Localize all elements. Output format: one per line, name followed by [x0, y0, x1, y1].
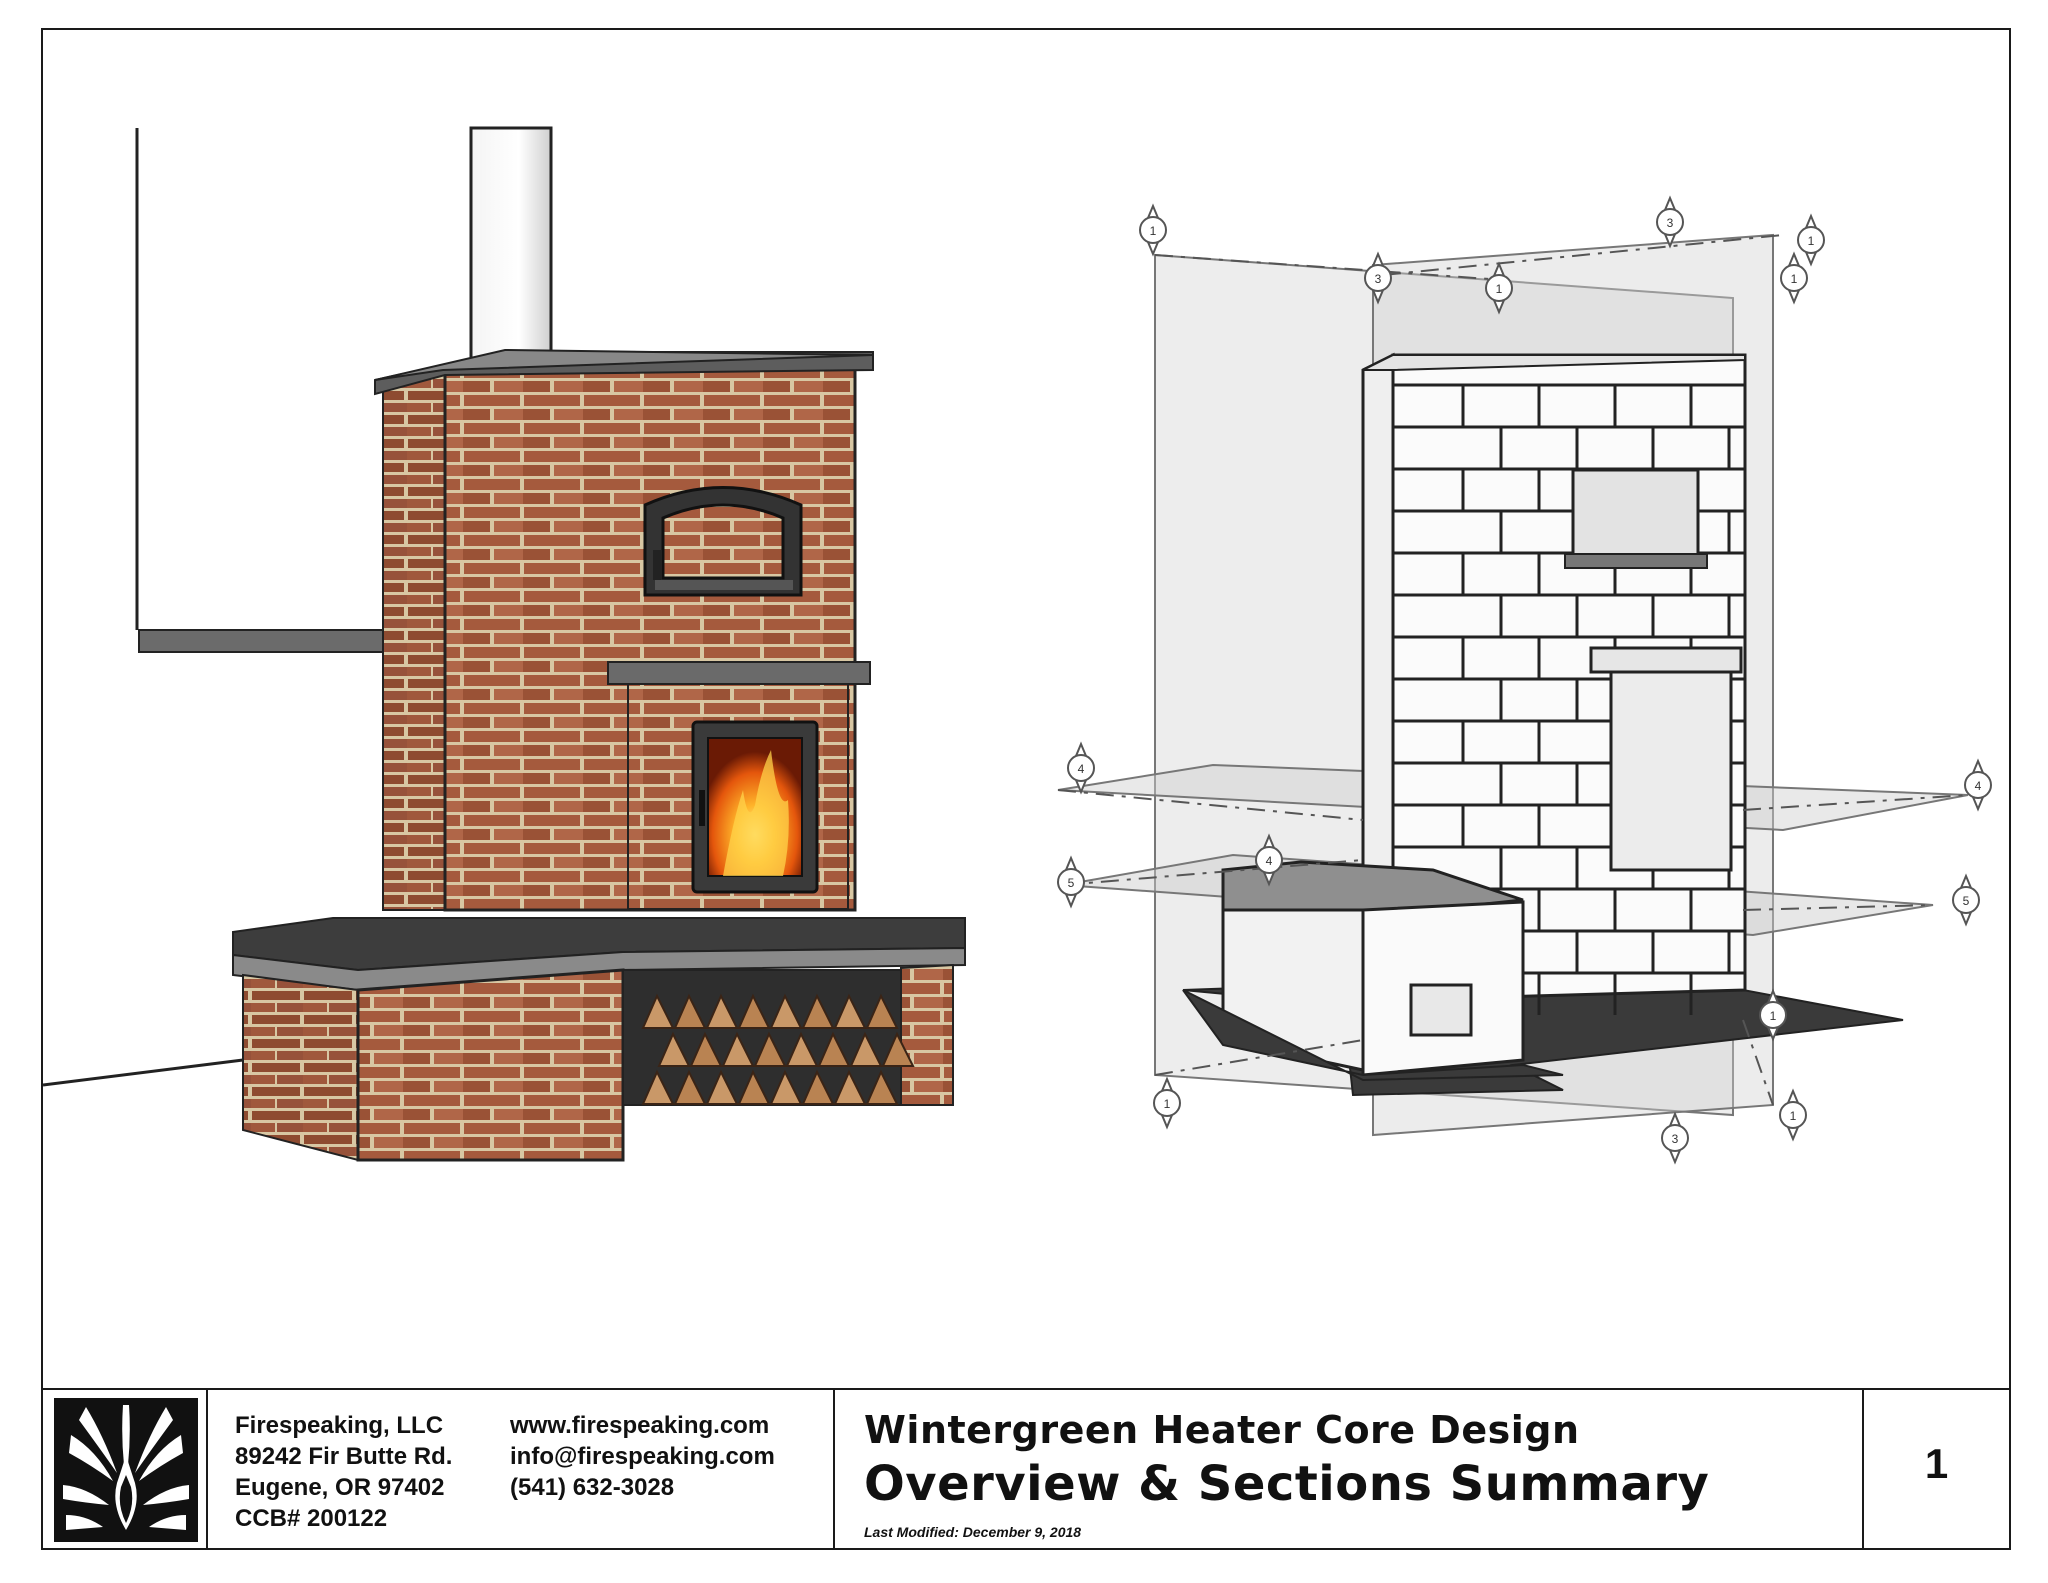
sheet-number-cell: 1	[1864, 1390, 2009, 1550]
company-phone: (541) 632-3028	[510, 1474, 675, 1501]
sheet-title: Overview & Sections Summary	[864, 1456, 1710, 1512]
section-marker-label: 5	[1963, 894, 1970, 908]
section-marker-label: 3	[1672, 1132, 1679, 1146]
section-marker-label: 1	[1164, 1097, 1171, 1111]
company-street: 89242 Fir Butte Rd.	[235, 1443, 453, 1470]
section-marker-label: 4	[1078, 762, 1085, 776]
log-end	[833, 993, 867, 1029]
floor-line	[43, 1058, 244, 1087]
hearth-base-front-face	[356, 968, 625, 1162]
log-end	[689, 1031, 723, 1067]
chimney-pipe	[469, 126, 553, 360]
section-marker-label: 1	[1791, 272, 1798, 286]
drawing-area: 1 3 3 1 1 1 4 5 4 4 5 1 3 1 1	[43, 126, 1992, 1165]
section-marker-mid-left-5: 5	[1057, 855, 1085, 909]
firebox-door	[691, 720, 819, 894]
core-wireframe: 1 3 3 1 1 1 4 5 4 4 5 1 3 1 1	[1057, 195, 1992, 1165]
section-marker-bottom-right: 1	[1779, 1088, 1807, 1142]
firespeaking-logo	[54, 1398, 198, 1542]
section-marker-top-left: 1	[1139, 203, 1167, 257]
section-marker-bottom-mid: 3	[1661, 1111, 1689, 1165]
log-end	[737, 993, 771, 1029]
wall-shelf	[138, 629, 424, 653]
hearth-base-left-face	[242, 973, 359, 1162]
log-end	[705, 1069, 739, 1105]
bench-plinth	[1182, 989, 1564, 1082]
section-marker-label: 1	[1496, 282, 1503, 296]
section-marker-mid-left-4b: 4	[1255, 833, 1283, 887]
section-marker-mid-right-5: 5	[1952, 873, 1980, 927]
core-firebox-opening	[1609, 668, 1733, 872]
core-oven-opening	[1571, 468, 1700, 562]
section-marker-label: 4	[1975, 779, 1982, 793]
log-end	[769, 993, 803, 1029]
log-end	[641, 1069, 675, 1105]
section-marker-bottom-left: 1	[1153, 1076, 1181, 1130]
company-email: info@firespeaking.com	[510, 1443, 775, 1470]
log-end	[817, 1031, 851, 1067]
section-marker-top-right-b: 1	[1780, 251, 1808, 305]
log-end	[737, 1069, 771, 1105]
log-end	[785, 1031, 819, 1067]
section-marker-top-back-b: 3	[1656, 195, 1684, 249]
section-marker-bottom-right-b: 1	[1759, 988, 1787, 1042]
section-marker-mid-right-4: 4	[1964, 758, 1992, 812]
log-end	[801, 993, 835, 1029]
log-end	[641, 993, 675, 1029]
log-end	[769, 1069, 803, 1105]
section-marker-label: 1	[1790, 1109, 1797, 1123]
firewood-storage	[622, 969, 915, 1106]
hearth-base-right-face	[900, 963, 954, 1106]
log-end	[753, 1031, 787, 1067]
log-end	[705, 993, 739, 1029]
section-marker-top-mid: 1	[1485, 261, 1513, 315]
section-marker-label: 1	[1770, 1009, 1777, 1023]
drawing-sheet: 1 3 3 1 1 1 4 5 4 4 5 1 3 1 1	[41, 28, 2011, 1550]
company-info-cell: Firespeaking, LLC 89242 Fir Butte Rd. Eu…	[208, 1390, 835, 1550]
title-cell: Wintergreen Heater Core Design Overview …	[835, 1390, 1864, 1550]
section-marker-label: 1	[1808, 234, 1815, 248]
log-end	[673, 1069, 707, 1105]
company-logo-cell	[43, 1390, 208, 1550]
section-marker-label: 3	[1375, 272, 1382, 286]
company-name: Firespeaking, LLC	[235, 1412, 444, 1439]
core-tower-top	[1362, 354, 1746, 371]
company-website: www.firespeaking.com	[510, 1412, 770, 1439]
section-marker-label: 5	[1068, 876, 1075, 890]
last-modified: Last Modified: December 9, 2018	[864, 1524, 1082, 1540]
log-end	[865, 1069, 899, 1105]
company-ccb: CCB# 200122	[235, 1505, 388, 1532]
log-end	[865, 993, 899, 1029]
section-marker-top-right: 1	[1797, 213, 1825, 267]
bake-oven-door	[643, 486, 803, 597]
heater-top-cap-top	[374, 348, 874, 381]
log-end	[657, 1031, 691, 1067]
heater-tower-left-face	[382, 366, 446, 911]
log-end	[721, 1031, 755, 1067]
section-marker-label: 4	[1266, 854, 1273, 868]
log-end	[833, 1069, 867, 1105]
log-end	[881, 1031, 915, 1067]
log-end	[801, 1069, 835, 1105]
project-title: Wintergreen Heater Core Design	[864, 1408, 1580, 1452]
log-end	[673, 993, 707, 1029]
sheet-number: 1	[1924, 1440, 1949, 1487]
heater-rendering	[43, 126, 966, 1162]
firebox-mantel	[607, 661, 871, 685]
title-block: Firespeaking, LLC 89242 Fir Butte Rd. Eu…	[43, 1388, 2009, 1550]
section-marker-top-back-a: 3	[1364, 251, 1392, 305]
log-end	[849, 1031, 883, 1067]
company-city: Eugene, OR 97402	[235, 1474, 445, 1501]
section-marker-label: 3	[1667, 216, 1674, 230]
section-marker-label: 1	[1150, 224, 1157, 238]
section-marker-mid-left-4: 4	[1067, 741, 1095, 795]
